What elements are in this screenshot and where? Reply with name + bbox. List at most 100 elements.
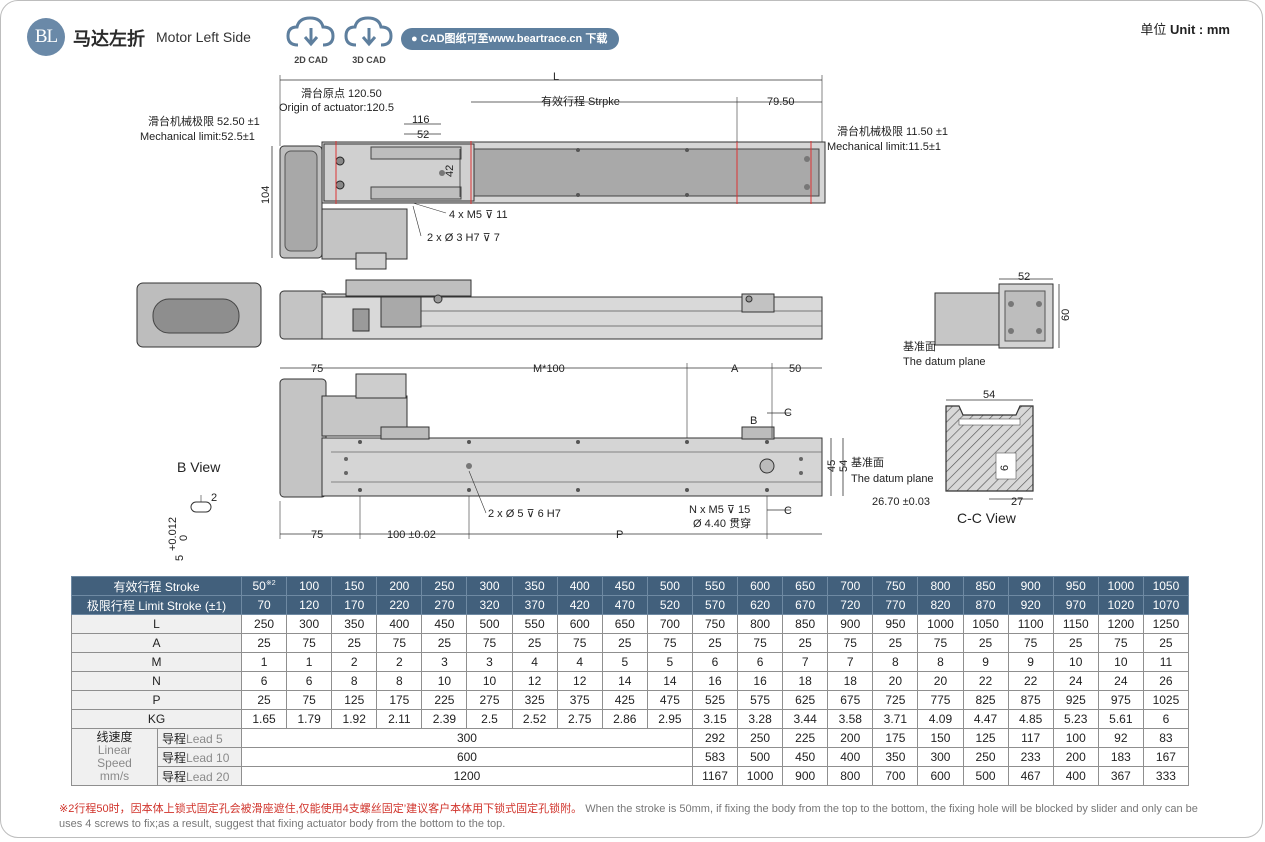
row-label: N <box>71 671 242 691</box>
table-cell: 75 <box>466 633 513 653</box>
unit-cn: 单位 <box>1140 22 1167 37</box>
table-cell: 183 <box>1097 747 1144 767</box>
dim-A: A <box>731 363 739 375</box>
table-cell: 12 <box>511 671 558 691</box>
table-cell: 4 <box>511 652 558 672</box>
table-cell: 12 <box>556 671 603 691</box>
stroke-cell: 900 <box>1007 576 1054 596</box>
table-cell: 2.95 <box>646 709 693 729</box>
dim-100-tol: 100 ±0.02 <box>387 529 436 541</box>
actuator-body-bottom <box>321 437 823 497</box>
table-cell: 14 <box>646 671 693 691</box>
table-cell: 3 <box>466 652 513 672</box>
table-cell: 600 <box>556 614 603 634</box>
table-cell: 1 <box>286 652 333 672</box>
table-cell: 275 <box>466 690 513 710</box>
table-cell: 25 <box>240 633 288 653</box>
stroke-cell: 200 <box>376 576 423 596</box>
unit-en: Unit : mm <box>1170 22 1230 37</box>
table-cell: 75 <box>646 633 693 653</box>
table-cell: 5.61 <box>1097 709 1144 729</box>
side-datum-cn: 基准面 <box>903 340 936 353</box>
table-cell: 525 <box>691 690 739 710</box>
table-cell: 250 <box>240 614 288 634</box>
table-cell: 425 <box>601 690 648 710</box>
table-cell: 18 <box>782 671 829 691</box>
table-cell: 8 <box>376 671 423 691</box>
dim-45: 45 <box>826 460 838 472</box>
b-view-detail: B View 2 +0.012 0 5 <box>167 459 221 561</box>
cad-3d-download[interactable]: 3D CAD <box>342 15 396 65</box>
b-dim-2: 2 <box>211 492 217 504</box>
table-cell: 1250 <box>1142 614 1190 634</box>
table-cell: 325 <box>511 690 558 710</box>
table-cell: 5 <box>601 652 648 672</box>
lead-label-en: Lead 5 <box>186 731 223 746</box>
bottom-view: 75 M*100 A 50 B C 45 54 基准面 The datum pl… <box>279 363 934 541</box>
speed-merged-cell: 300 <box>241 728 693 748</box>
table-cell: 75 <box>1007 633 1054 653</box>
table-cell: 10 <box>466 671 513 691</box>
table-cell: 1 <box>240 652 288 672</box>
table-cell: 75 <box>917 633 964 653</box>
table-cell: 1.92 <box>331 709 378 729</box>
table-cell: 25 <box>872 633 919 653</box>
lead-label-en: Lead 20 <box>186 769 230 784</box>
dim-m-times-100: M*100 <box>533 363 565 375</box>
cc-dim-26-70: 26.70 ±0.03 <box>872 496 930 508</box>
table-cell: 350 <box>331 614 378 634</box>
table-cell: 75 <box>737 633 784 653</box>
table-cell: 83 <box>1142 728 1190 748</box>
mech-limit-left-en: Mechanical limit:52.5±1 <box>140 131 255 143</box>
download-banner-link[interactable]: ● CAD图纸可至www.beartrace.cn 下载 <box>401 28 620 50</box>
speed-label-en: Speed <box>97 756 132 770</box>
table-cell: 25 <box>1052 633 1099 653</box>
lead-label-en: Lead 10 <box>186 750 230 765</box>
cad-2d-label: 2D CAD <box>294 55 328 65</box>
table-cell: 900 <box>782 766 829 786</box>
dim-50: 50 <box>789 363 801 375</box>
gearbox <box>321 208 408 260</box>
speed-merged-cell: 600 <box>241 747 693 767</box>
table-cell: 3.71 <box>872 709 919 729</box>
table-cell: 1100 <box>1007 614 1054 634</box>
dim-79-50: 79.50 <box>767 96 795 108</box>
table-cell: 4.47 <box>962 709 1009 729</box>
table-cell: 1.79 <box>286 709 333 729</box>
table-cell: 75 <box>827 633 874 653</box>
limit-stroke-cell: 920 <box>1007 595 1054 615</box>
technical-drawing: L 滑台原点 120.50 Origin of actuator:120.5 有… <box>136 71 1072 561</box>
row-label: M <box>71 652 242 672</box>
table-cell: 5 <box>646 652 693 672</box>
stroke-cell: 950 <box>1052 576 1099 596</box>
stroke-cell: 700 <box>827 576 874 596</box>
row-label: L <box>71 614 242 634</box>
unit-label: 单位 Unit : mm <box>1140 19 1230 38</box>
pin-callout-bottom: 2 x Ø 5 ⊽ 6 H7 <box>488 508 561 520</box>
table-cell: 10 <box>1097 652 1144 672</box>
table-cell: 600 <box>917 766 964 786</box>
table-cell: 450 <box>421 614 468 634</box>
table-cell: 467 <box>1007 766 1054 786</box>
page-title-cn: 马达左折 <box>73 29 145 49</box>
table-cell: 950 <box>872 614 919 634</box>
dim-42: 42 <box>444 165 456 177</box>
cc-dim-27: 27 <box>1011 496 1023 508</box>
side-datum-en: The datum plane <box>903 356 986 368</box>
table-cell: 2.39 <box>421 709 468 729</box>
stroke-cell: 800 <box>917 576 964 596</box>
table-cell: 167 <box>1142 747 1190 767</box>
cc-dim-54: 54 <box>983 389 995 401</box>
table-cell: 2 <box>376 652 423 672</box>
stroke-cell: 500 <box>646 576 693 596</box>
table-cell: 75 <box>286 690 333 710</box>
mech-limit-left-cn: 滑台机械极限 52.50 ±1 <box>148 114 260 128</box>
table-cell: 2.11 <box>376 709 423 729</box>
cad-2d-download[interactable]: 2D CAD <box>284 15 338 65</box>
table-cell: 25 <box>1142 633 1190 653</box>
table-cell: 24 <box>1052 671 1099 691</box>
table-cell: 8 <box>331 671 378 691</box>
